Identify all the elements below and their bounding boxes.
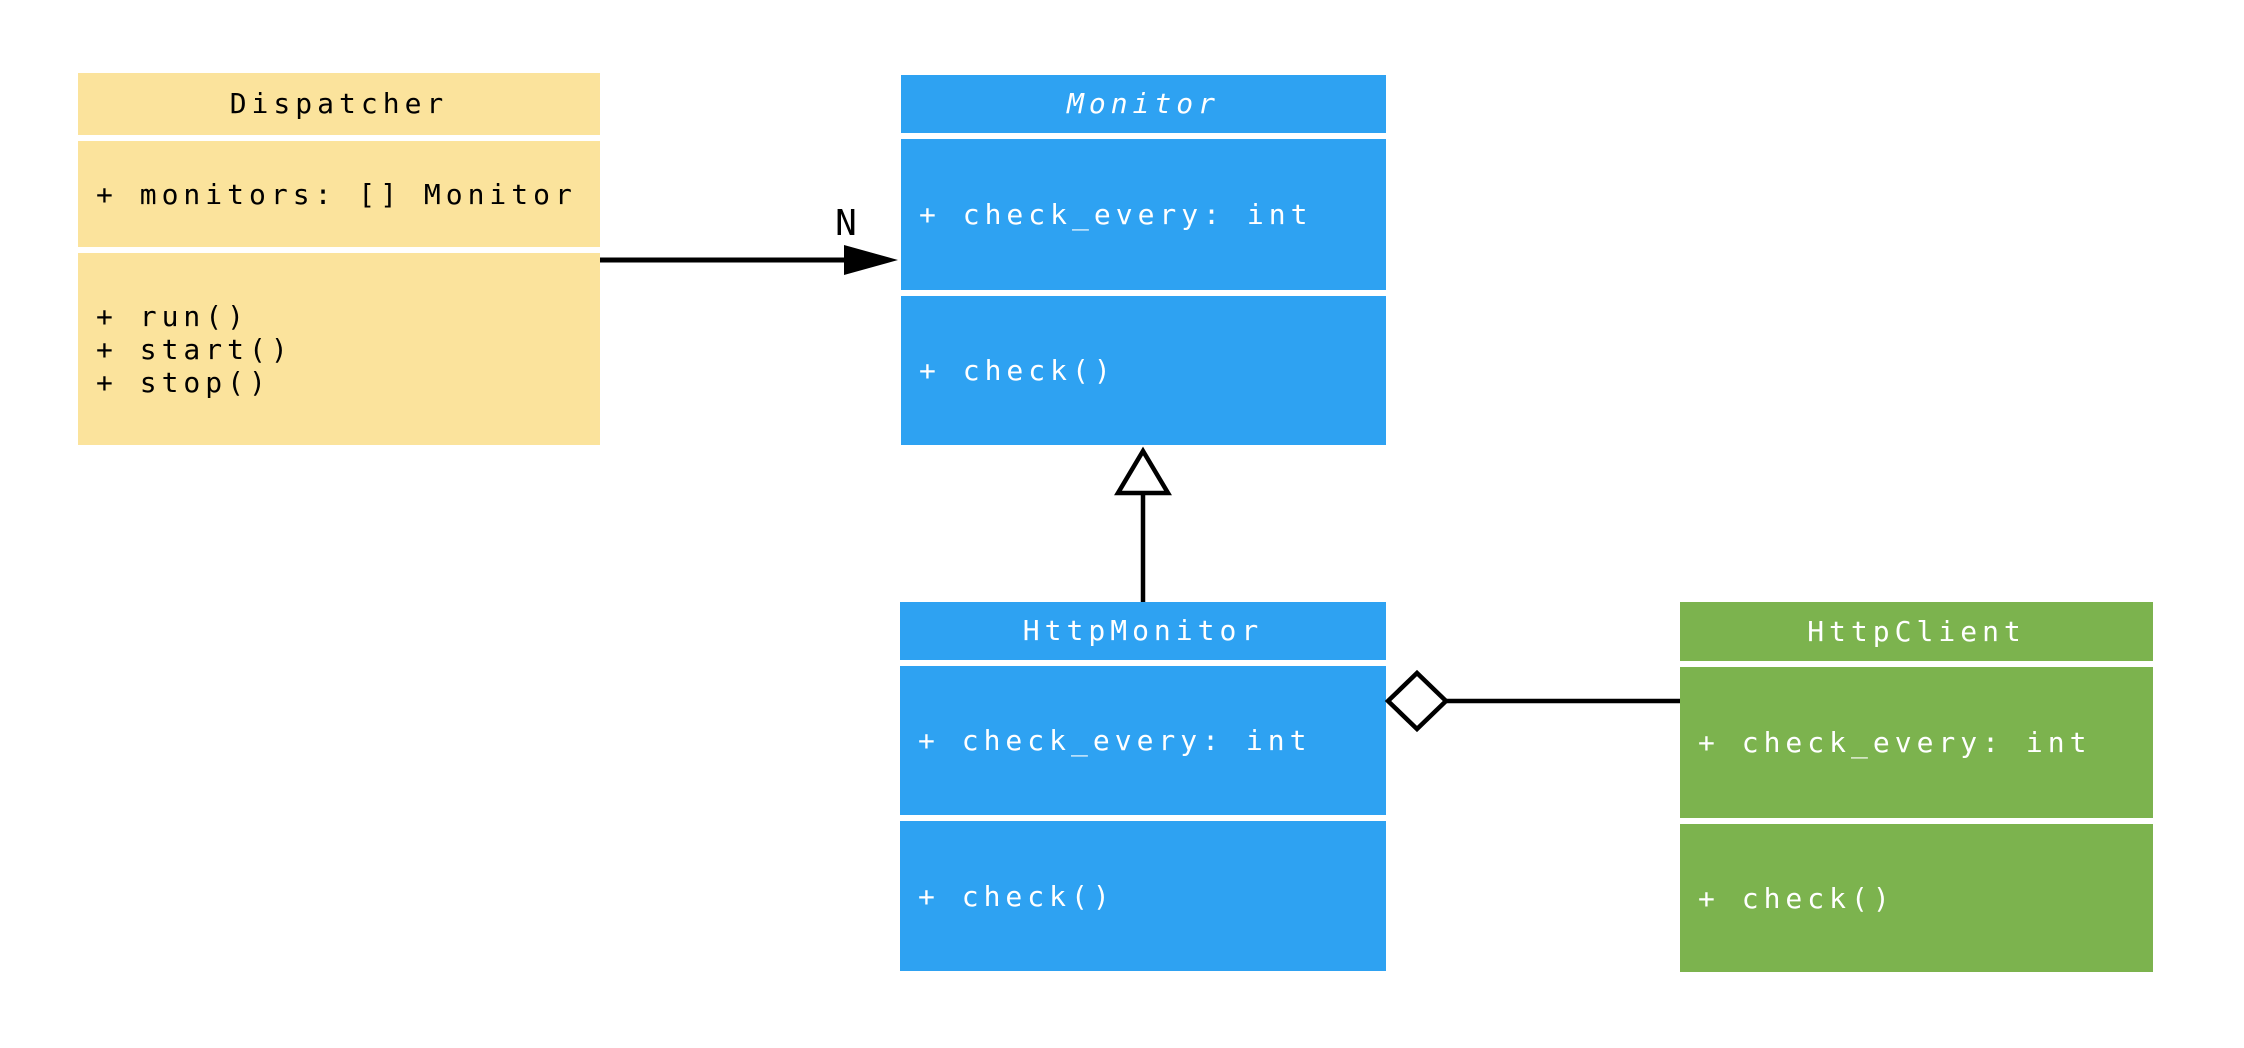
methods-compartment: + check() <box>900 821 1386 971</box>
title-compartment: HttpClient <box>1680 602 2153 661</box>
attribute-text: + monitors: [] Monitor <box>96 177 577 211</box>
class-title: Dispatcher <box>229 87 449 120</box>
method-text: + start() <box>96 332 293 366</box>
class-box-dispatcher: Dispatcher + monitors: [] Monitor + run(… <box>78 73 600 445</box>
class-title: HttpClient <box>1807 614 2026 648</box>
method-text: + run() <box>96 299 250 333</box>
method-text: + stop() <box>96 365 271 399</box>
title-compartment: Dispatcher <box>78 73 600 135</box>
title-compartment: HttpMonitor <box>900 602 1386 660</box>
title-compartment: Monitor <box>901 75 1386 133</box>
inheritance-triangle-icon <box>1114 446 1172 496</box>
aggregation-diamond-icon <box>1384 669 1450 733</box>
method-text: + check() <box>1698 881 1895 915</box>
methods-compartment: + check() <box>901 296 1386 445</box>
method-text: + check() <box>919 354 1116 387</box>
methods-compartment: + run() + start() + stop() <box>78 253 600 445</box>
class-title: Monitor <box>1066 87 1220 120</box>
class-box-http-monitor: HttpMonitor + check_every: int + check() <box>900 602 1386 971</box>
methods-compartment: + check() <box>1680 824 2153 972</box>
attributes-compartment: + monitors: [] Monitor <box>78 141 600 247</box>
attribute-text: + check_every: int <box>1698 726 2092 759</box>
attribute-text: + check_every: int <box>919 198 1313 231</box>
class-box-http-client: HttpClient + check_every: int + check() <box>1680 602 2153 972</box>
method-text: + check() <box>918 879 1115 913</box>
multiplicity-label: N <box>835 203 857 244</box>
attributes-compartment: + check_every: int <box>901 139 1386 290</box>
attribute-text: + check_every: int <box>918 724 1312 757</box>
attributes-compartment: + check_every: int <box>1680 667 2153 818</box>
association-arrowhead-icon <box>844 245 898 275</box>
attributes-compartment: + check_every: int <box>900 666 1386 815</box>
class-title: HttpMonitor <box>1022 614 1264 647</box>
class-box-monitor: Monitor + check_every: int + check() <box>901 75 1386 445</box>
